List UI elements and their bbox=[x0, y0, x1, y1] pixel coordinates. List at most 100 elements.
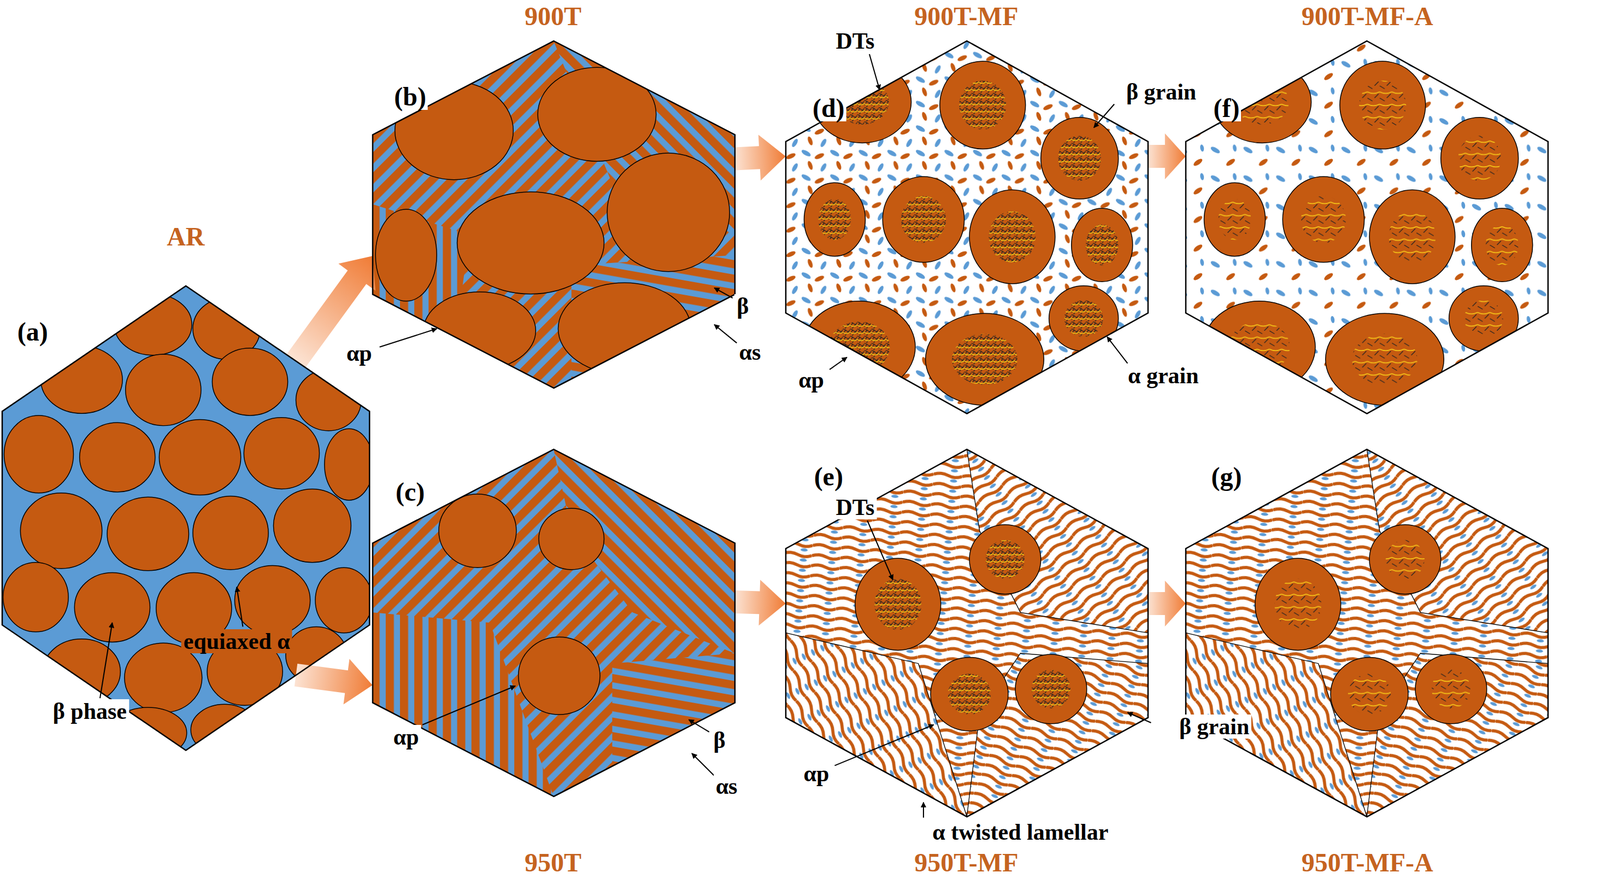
panel-a-microstructure-part-part bbox=[42, 638, 121, 705]
leader-lines-part bbox=[829, 357, 847, 370]
phase-label: β grain bbox=[1124, 79, 1199, 104]
panel-b-microstructure-part-part bbox=[457, 191, 605, 294]
panel-b-microstructure-part-part bbox=[557, 282, 691, 375]
condition-heading: 950T-MF bbox=[914, 849, 1019, 876]
panel-a-microstructure-part-part bbox=[20, 492, 102, 569]
hexagon-panel: 900T-MF(d) bbox=[785, 40, 1149, 414]
leader-lines-part bbox=[869, 54, 880, 90]
panel-g-microstructure-part-part bbox=[1255, 524, 1487, 731]
phase-label: αs bbox=[713, 773, 740, 798]
phase-label: αp bbox=[796, 367, 827, 392]
panel-letter: (f) bbox=[1212, 95, 1242, 122]
panel-a-microstructure-part-part bbox=[124, 642, 203, 713]
hexagon-panel: AR(a) bbox=[2, 285, 370, 751]
panel-b-microstructure-part-part bbox=[537, 67, 657, 162]
panel-a-microstructure-part-part bbox=[273, 488, 351, 562]
panel-c-microstructure-part bbox=[438, 493, 605, 715]
panel-c-microstructure-part bbox=[372, 449, 735, 797]
hexagon-outline bbox=[1185, 449, 1549, 817]
phase-label: αp bbox=[801, 761, 832, 786]
panel-g-microstructure-part bbox=[1185, 449, 1549, 817]
condition-heading: 900T-MF-A bbox=[1301, 3, 1434, 30]
process-arrow bbox=[734, 579, 786, 626]
panel-a-microstructure-part-part bbox=[296, 369, 362, 431]
phase-label: β phase bbox=[50, 698, 129, 723]
leader-lines-part bbox=[922, 802, 925, 818]
panel-a-microstructure-part-part bbox=[3, 415, 74, 493]
panel-g-microstructure bbox=[1185, 449, 1549, 817]
panel-g-microstructure-part-part bbox=[1274, 539, 1471, 715]
phase-label: DTs bbox=[833, 495, 877, 520]
leader-lines-part bbox=[236, 586, 243, 627]
hexagon-outline bbox=[1185, 449, 1549, 817]
panel-e-microstructure-part bbox=[855, 524, 1087, 731]
panel-letter: (a) bbox=[15, 318, 50, 345]
panel-a-microstructure-part-part bbox=[192, 495, 269, 569]
panel-b-microstructure-part-part bbox=[423, 291, 536, 370]
hexagon-panel: 900T-MF-A(f) bbox=[1185, 40, 1549, 414]
panel-b-microstructure-part bbox=[375, 67, 730, 375]
panel-b-microstructure-part bbox=[372, 40, 735, 388]
panel-a-microstructure-part bbox=[3, 293, 374, 759]
panel-a-microstructure-part-part bbox=[324, 428, 374, 500]
panel-a-microstructure-part-part bbox=[79, 422, 156, 492]
panel-d-microstructure-part bbox=[785, 40, 1149, 414]
phase-label: β grain bbox=[1177, 714, 1252, 739]
panel-d-microstructure-part bbox=[803, 61, 1133, 405]
process-arrow bbox=[734, 134, 786, 181]
process-arrow bbox=[1148, 580, 1186, 627]
panel-b-microstructure bbox=[372, 40, 735, 388]
panel-e-microstructure bbox=[785, 449, 1149, 817]
leader-lines-part bbox=[422, 685, 516, 725]
panel-b-microstructure-part-part bbox=[375, 209, 437, 302]
panel-a-microstructure-part-part bbox=[125, 354, 202, 426]
phase-label: αp bbox=[391, 724, 422, 749]
condition-heading: 900T-MF bbox=[914, 3, 1019, 30]
process-arrow bbox=[1148, 133, 1186, 180]
panel-c-microstructure-part-part bbox=[438, 493, 517, 568]
phase-label: β bbox=[734, 293, 751, 319]
panel-b-microstructure-part-part bbox=[607, 153, 730, 272]
panel-f-microstructure-part bbox=[1185, 40, 1549, 414]
leader-lines-part bbox=[379, 328, 438, 347]
panel-e-microstructure-part bbox=[785, 449, 1149, 817]
hexagon-outline bbox=[2, 285, 370, 751]
panel-a-microstructure-part-part bbox=[74, 572, 150, 643]
panel-f-microstructure-part-part bbox=[1203, 61, 1533, 405]
phase-label: α grain bbox=[1125, 363, 1202, 388]
process-arrow bbox=[286, 255, 376, 368]
panel-c-microstructure bbox=[372, 449, 735, 797]
hexagon-panel: 900T(b) bbox=[372, 40, 735, 388]
panel-d-microstructure bbox=[785, 40, 1149, 414]
leader-lines-part bbox=[1093, 103, 1115, 128]
panel-f-microstructure bbox=[1185, 40, 1549, 414]
panel-letter: (c) bbox=[393, 478, 427, 505]
phase-label: αs bbox=[737, 339, 764, 364]
panel-letter: (b) bbox=[392, 83, 428, 110]
leader-lines-part bbox=[691, 753, 715, 776]
panel-d-microstructure-part bbox=[818, 79, 1119, 385]
hexagon-panel: (c)950T bbox=[372, 449, 735, 797]
panel-letter: (e) bbox=[812, 463, 845, 490]
condition-heading: 950T bbox=[524, 849, 582, 876]
panel-a-microstructure-part-part bbox=[234, 565, 310, 635]
hexagon-panel: (g)950T-MF-A bbox=[1185, 449, 1549, 817]
hexagon-outline bbox=[2, 285, 370, 751]
panel-g-microstructure-part-part bbox=[1185, 449, 1549, 817]
panel-a-microstructure-part-part bbox=[3, 562, 69, 632]
panel-c-microstructure-part-part bbox=[538, 508, 605, 570]
leader-lines-part bbox=[714, 324, 737, 344]
panel-a-microstructure-part-part bbox=[114, 293, 192, 356]
phase-label: β bbox=[710, 727, 728, 752]
panel-letter: (d) bbox=[810, 95, 847, 122]
panel-a-microstructure-part-part bbox=[159, 419, 241, 495]
condition-heading: 950T-MF-A bbox=[1301, 849, 1434, 876]
condition-heading: 900T bbox=[524, 3, 582, 30]
hexagon-outline bbox=[372, 40, 735, 388]
panel-a-microstructure-part-part bbox=[190, 703, 258, 755]
panel-f-microstructure-part-part bbox=[1218, 79, 1519, 385]
